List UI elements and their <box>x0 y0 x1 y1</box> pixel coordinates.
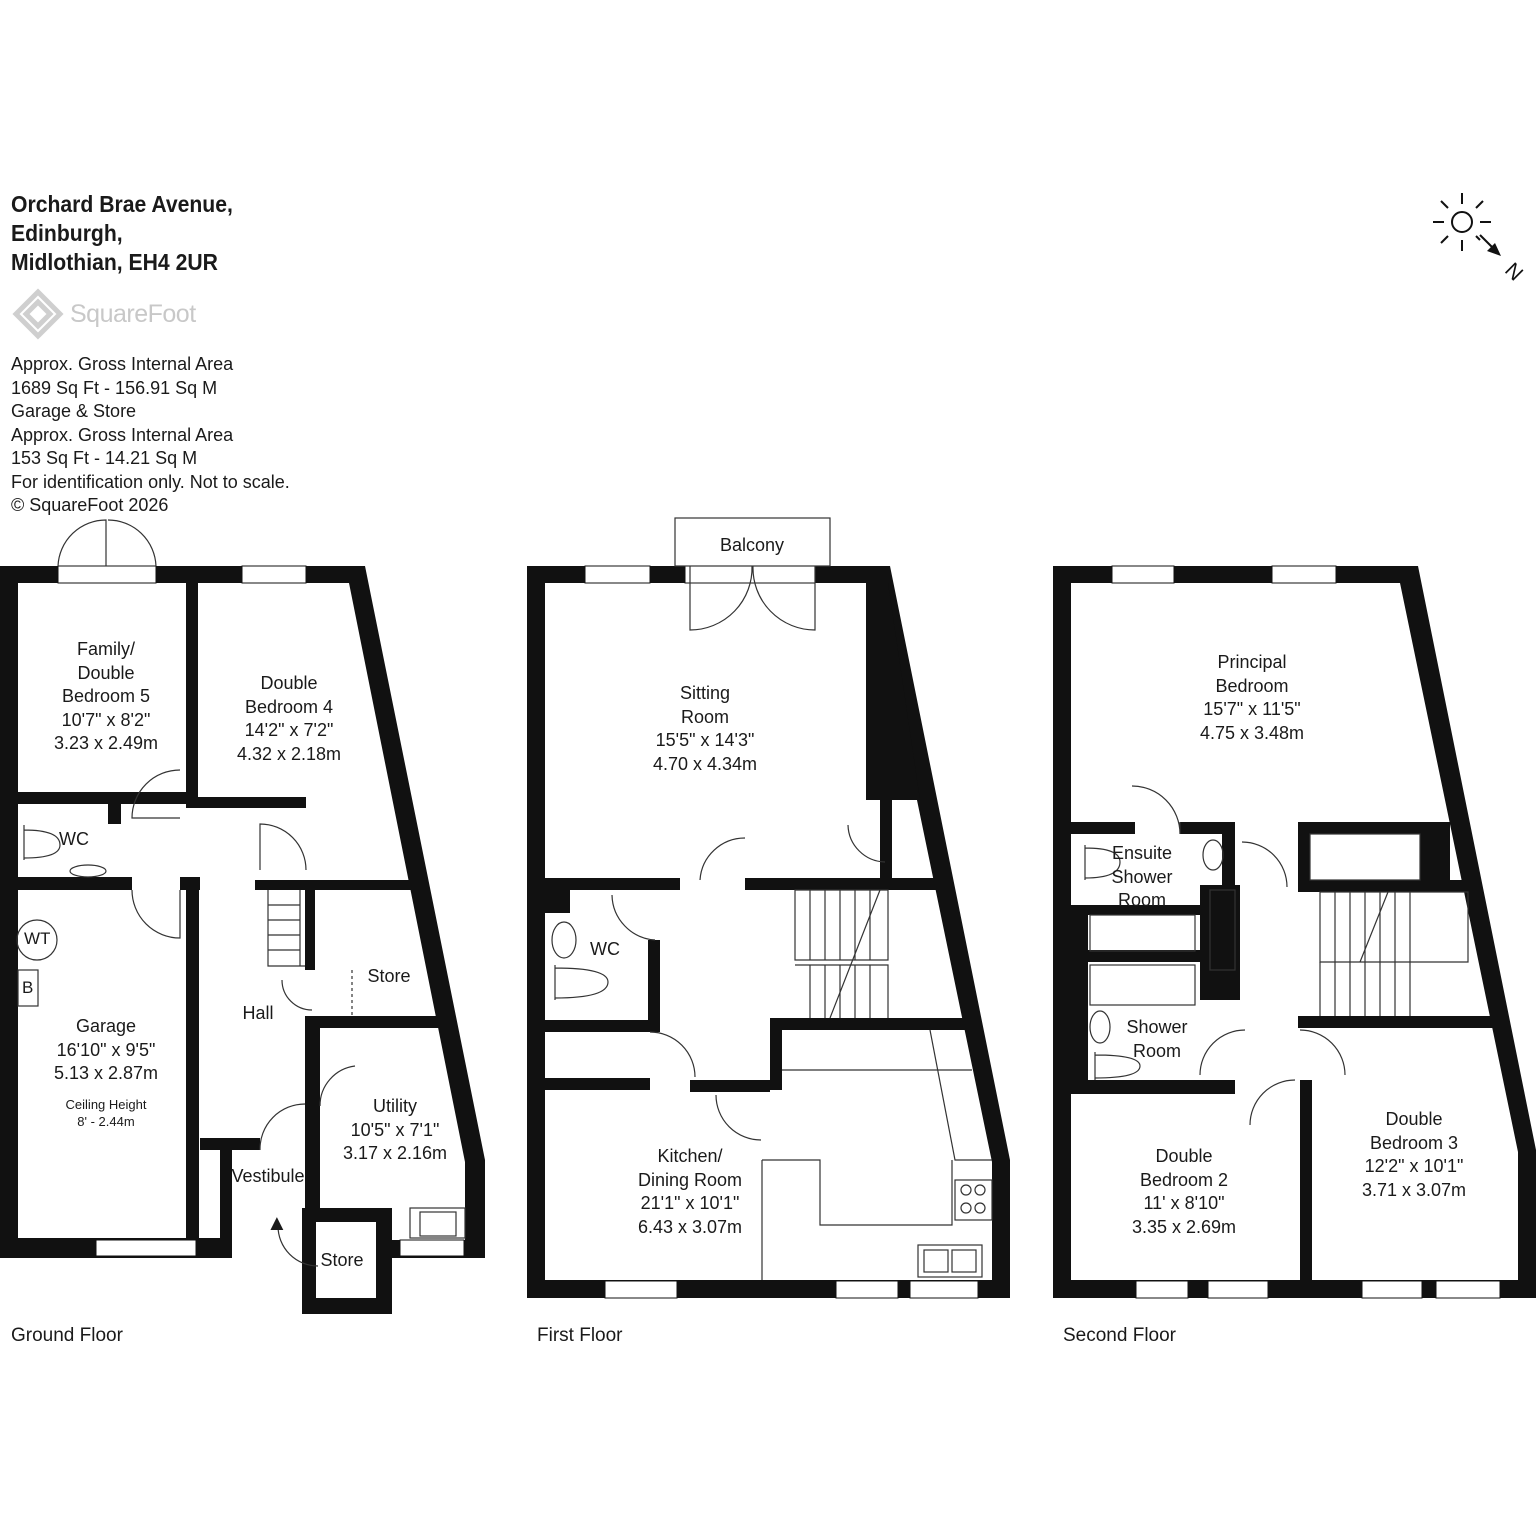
room-double-bedroom-4: Double Bedroom 4 14'2" x 7'2" 4.32 x 2.1… <box>237 672 341 766</box>
room-vestibule: Vestibule <box>231 1166 305 1186</box>
address-line-3: Midlothian, EH4 2UR <box>11 249 218 275</box>
room-ensuite-shower: Ensuite Shower Room <box>1111 842 1172 913</box>
compass: N <box>1425 185 1527 286</box>
windows <box>57 565 1501 1299</box>
room-size-imperial: 10'5" x 7'1" <box>350 1119 440 1140</box>
room-name: Sitting <box>679 683 731 703</box>
room-size-imperial: 15'5" x 14'3" <box>655 730 755 750</box>
room-size-metric: 3.23 x 2.49m <box>53 733 159 753</box>
area-info-line-3: Garage & Store <box>11 401 137 421</box>
area-info: Approx. Gross Internal Area 1689 Sq Ft -… <box>11 353 290 518</box>
fixtures <box>16 517 1469 1280</box>
squarefoot-logo: SquareFoot <box>10 288 230 344</box>
first-floor-caption: First Floor <box>537 1325 623 1346</box>
second-floor-caption: Second Floor <box>1063 1325 1177 1346</box>
room-sitting-room: Sitting Room 15'5" x 14'3" 4.70 x 4.34m <box>653 682 757 776</box>
logo-text: SquareFoot <box>70 300 196 328</box>
room-size-metric: 3.71 x 3.07m <box>1361 1179 1467 1200</box>
room-name: Double <box>1385 1109 1443 1129</box>
room-name: Dining Room <box>637 1169 743 1190</box>
room-size-imperial: 10'7" x 8'2" <box>61 709 151 730</box>
address-line-1: Orchard Brae Avenue, <box>11 191 233 217</box>
room-hall: Hall <box>242 1003 274 1023</box>
room-kitchen-dining: Kitchen/ Dining Room 21'1" x 10'1" 6.43 … <box>638 1145 742 1239</box>
room-size-imperial: 11' x 8'10" <box>1143 1193 1225 1213</box>
squarefoot-logo-icon <box>12 288 64 340</box>
room-ground-store: Store <box>367 966 411 986</box>
room-double-bedroom-2: Double Bedroom 2 11' x 8'10" 3.35 x 2.69… <box>1132 1145 1236 1239</box>
room-name: Ensuite <box>1111 843 1173 863</box>
area-info-line-4: Approx. Gross Internal Area <box>11 424 234 445</box>
area-info-line-2: 1689 Sq Ft - 156.91 Sq M <box>11 377 218 398</box>
room-size-metric: 6.43 x 3.07m <box>637 1216 743 1237</box>
room-name: Bedroom 5 <box>61 686 151 706</box>
room-name: Room <box>1117 890 1166 910</box>
area-info-line-1: Approx. Gross Internal Area <box>11 354 234 374</box>
ceiling-height-label: Ceiling Height <box>65 1096 147 1112</box>
room-size-imperial: 16'10" x 9'5" <box>56 1039 156 1060</box>
room-size-imperial: 15'7" x 11'5" <box>1203 699 1301 719</box>
room-garage: Garage 16'10" x 9'5" 5.13 x 2.87m Ceilin… <box>54 1015 158 1130</box>
room-name: Bedroom <box>1215 675 1289 696</box>
room-principal-bedroom: Principal Bedroom 15'7" x 11'5" 4.75 x 3… <box>1200 651 1304 745</box>
copyright: © SquareFoot 2026 <box>11 495 169 515</box>
room-double-bedroom-3: Double Bedroom 3 12'2" x 10'1" 3.71 x 3.… <box>1362 1108 1466 1202</box>
room-size-imperial: 14'2" x 7'2" <box>244 720 334 740</box>
room-name: Principal <box>1217 652 1287 672</box>
room-size-metric: 4.75 x 3.48m <box>1199 722 1305 743</box>
room-name: Shower <box>1126 1017 1188 1037</box>
property-address: Orchard Brae Avenue, Edinburgh, Midlothi… <box>11 190 233 277</box>
water-tank-label: WT <box>24 929 51 948</box>
area-info-line-5: 153 Sq Ft - 14.21 Sq M <box>11 448 198 468</box>
room-size-imperial: 21'1" x 10'1" <box>640 1193 740 1213</box>
room-size-metric: 5.13 x 2.87m <box>53 1063 159 1083</box>
room-name: Double <box>1155 1146 1213 1166</box>
room-name: Double <box>77 662 135 683</box>
room-first-wc: WC <box>590 939 620 959</box>
area-info-line-6: For identification only. Not to scale. <box>11 471 290 492</box>
room-name: Double <box>260 673 318 693</box>
room-name: Bedroom 4 <box>244 696 334 717</box>
room-name: Shower <box>1111 866 1173 887</box>
sun-compass-icon: N <box>1433 193 1527 286</box>
room-size-metric: 4.32 x 2.18m <box>236 743 342 764</box>
room-size-metric: 3.17 x 2.16m <box>342 1143 448 1163</box>
boiler-label: B <box>22 978 34 997</box>
room-shower-room: Shower Room <box>1126 1016 1187 1063</box>
room-name: Bedroom 2 <box>1139 1169 1229 1190</box>
room-size-imperial: 12'2" x 10'1" <box>1364 1156 1464 1176</box>
address-line-2: Edinburgh, <box>11 220 123 246</box>
ground-floor-caption: Ground Floor <box>11 1325 123 1346</box>
room-ground-wc: WC <box>59 829 89 849</box>
room-utility: Utility 10'5" x 7'1" 3.17 x 2.16m <box>343 1095 447 1166</box>
room-family-bedroom-5: Family/ Double Bedroom 5 10'7" x 8'2" 3.… <box>54 638 158 756</box>
room-name: Family/ <box>77 639 135 659</box>
room-name: Bedroom 3 <box>1369 1132 1459 1153</box>
room-name: Utility <box>373 1096 417 1116</box>
room-name: Kitchen/ <box>657 1146 723 1166</box>
walls <box>0 566 1536 1314</box>
room-size-metric: 4.70 x 4.34m <box>652 753 758 774</box>
entrance-arrow-icon: ▲ <box>266 1210 288 1235</box>
room-balcony: Balcony <box>719 535 785 555</box>
room-size-metric: 3.35 x 2.69m <box>1131 1216 1237 1237</box>
room-name: Garage <box>75 1016 137 1036</box>
room-porch-store: Store <box>320 1250 364 1270</box>
ceiling-height-value: 8' - 2.44m <box>77 1113 135 1129</box>
room-name: Room <box>1132 1040 1181 1061</box>
room-name: Room <box>680 706 729 727</box>
